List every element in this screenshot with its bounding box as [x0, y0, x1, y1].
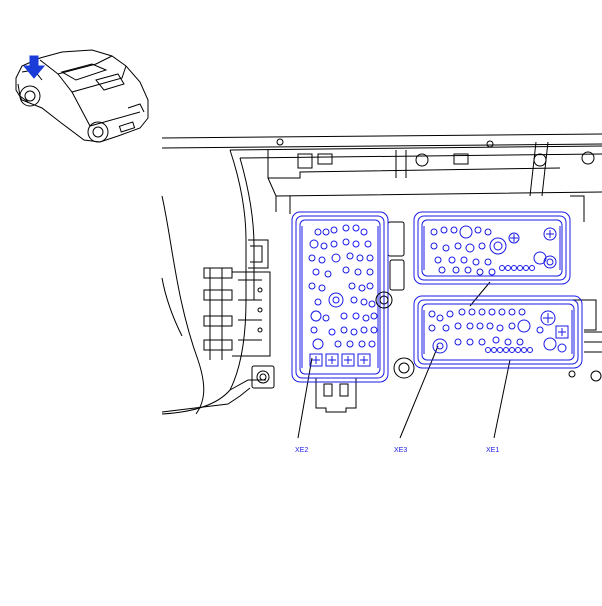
xe1-pins	[428, 308, 569, 354]
label-xe3: XE3	[394, 447, 407, 454]
label-xe2: XE2	[295, 447, 308, 454]
connector-xe2	[291, 211, 393, 383]
hatchback-car-icon	[15, 49, 149, 143]
dashboard-structure	[161, 133, 602, 439]
connector-xe3	[413, 211, 571, 285]
label-xe1: XE1	[486, 447, 499, 454]
down-arrow-icon	[22, 55, 46, 79]
xe3-pins	[430, 225, 557, 276]
connector-xe1	[413, 295, 583, 369]
vehicle-locator-icon	[15, 49, 149, 143]
xe2-pins	[308, 224, 393, 367]
